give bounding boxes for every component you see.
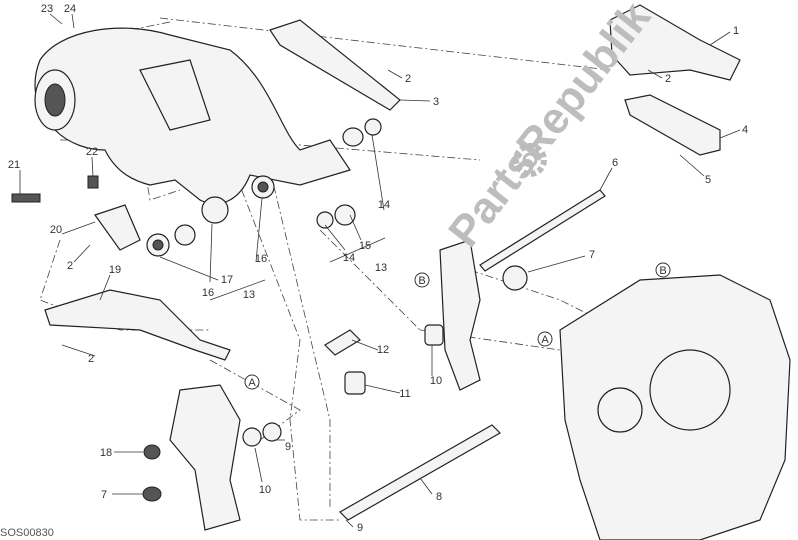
chain-guard-lower xyxy=(624,94,721,156)
callout: 7 xyxy=(589,249,595,261)
pivot-shaft xyxy=(479,189,606,272)
callout: 21 xyxy=(8,159,20,171)
callout: 11 xyxy=(399,388,410,400)
bracket xyxy=(94,204,141,251)
callout: 1 xyxy=(733,25,739,37)
callout: 9 xyxy=(285,441,291,453)
callout: 4 xyxy=(742,124,748,136)
callout: 12 xyxy=(377,344,389,356)
callout: 3 xyxy=(433,96,439,108)
callout: 10 xyxy=(430,375,442,387)
callout: A xyxy=(541,334,549,346)
callout: 23 xyxy=(41,3,53,15)
swingarm xyxy=(34,27,351,205)
callout: B xyxy=(659,265,666,277)
callout: 19 xyxy=(109,264,121,276)
callout: 15 xyxy=(359,240,371,252)
callout: 10 xyxy=(259,484,271,496)
callout: 2 xyxy=(88,353,94,365)
diagram-code: SOS00830 xyxy=(0,527,54,539)
callout: 17 xyxy=(221,274,233,286)
ref-circle-a xyxy=(537,331,553,347)
callout: 22 xyxy=(86,146,98,158)
callout: 16 xyxy=(255,253,267,265)
ref-circle-a xyxy=(244,374,260,390)
callout: 7 xyxy=(101,489,107,501)
callout: 16 xyxy=(202,287,214,299)
shaft xyxy=(339,424,501,521)
leader-lines xyxy=(19,13,741,528)
callout: 13 xyxy=(375,262,387,274)
callout: 14 xyxy=(378,199,390,211)
callout: 18 xyxy=(100,447,112,459)
slider xyxy=(324,329,361,356)
chain-guard-bottom xyxy=(44,289,231,361)
bolt xyxy=(87,175,99,189)
callout: A xyxy=(248,377,256,389)
footrest-plate-center xyxy=(439,239,481,391)
callout: 14 xyxy=(343,252,355,264)
callout: 8 xyxy=(436,491,442,503)
callout: 2 xyxy=(665,73,671,85)
callout: 6 xyxy=(612,157,618,169)
ref-circle-b xyxy=(414,272,430,288)
callout: 24 xyxy=(64,3,76,15)
gear-logo-icon xyxy=(513,143,547,177)
callout: 5 xyxy=(705,174,711,186)
bearings xyxy=(142,118,528,502)
callout: 2 xyxy=(405,73,411,85)
bolt xyxy=(11,193,41,203)
footrest-plate-left xyxy=(169,384,241,531)
chain-guard-upper xyxy=(609,4,741,81)
callout: 20 xyxy=(50,224,62,236)
callout: 2 xyxy=(67,260,73,272)
ref-circle-b xyxy=(655,262,671,278)
callout: 9 xyxy=(357,522,363,534)
watermark: PartsRepublik xyxy=(439,0,660,256)
chain-slider xyxy=(269,19,401,111)
callout: 13 xyxy=(243,289,255,301)
callout: B xyxy=(418,275,425,287)
callout-labels: 23 24 1 2 3 2 4 5 6 21 22 20 2 14 15 14 … xyxy=(8,3,748,534)
